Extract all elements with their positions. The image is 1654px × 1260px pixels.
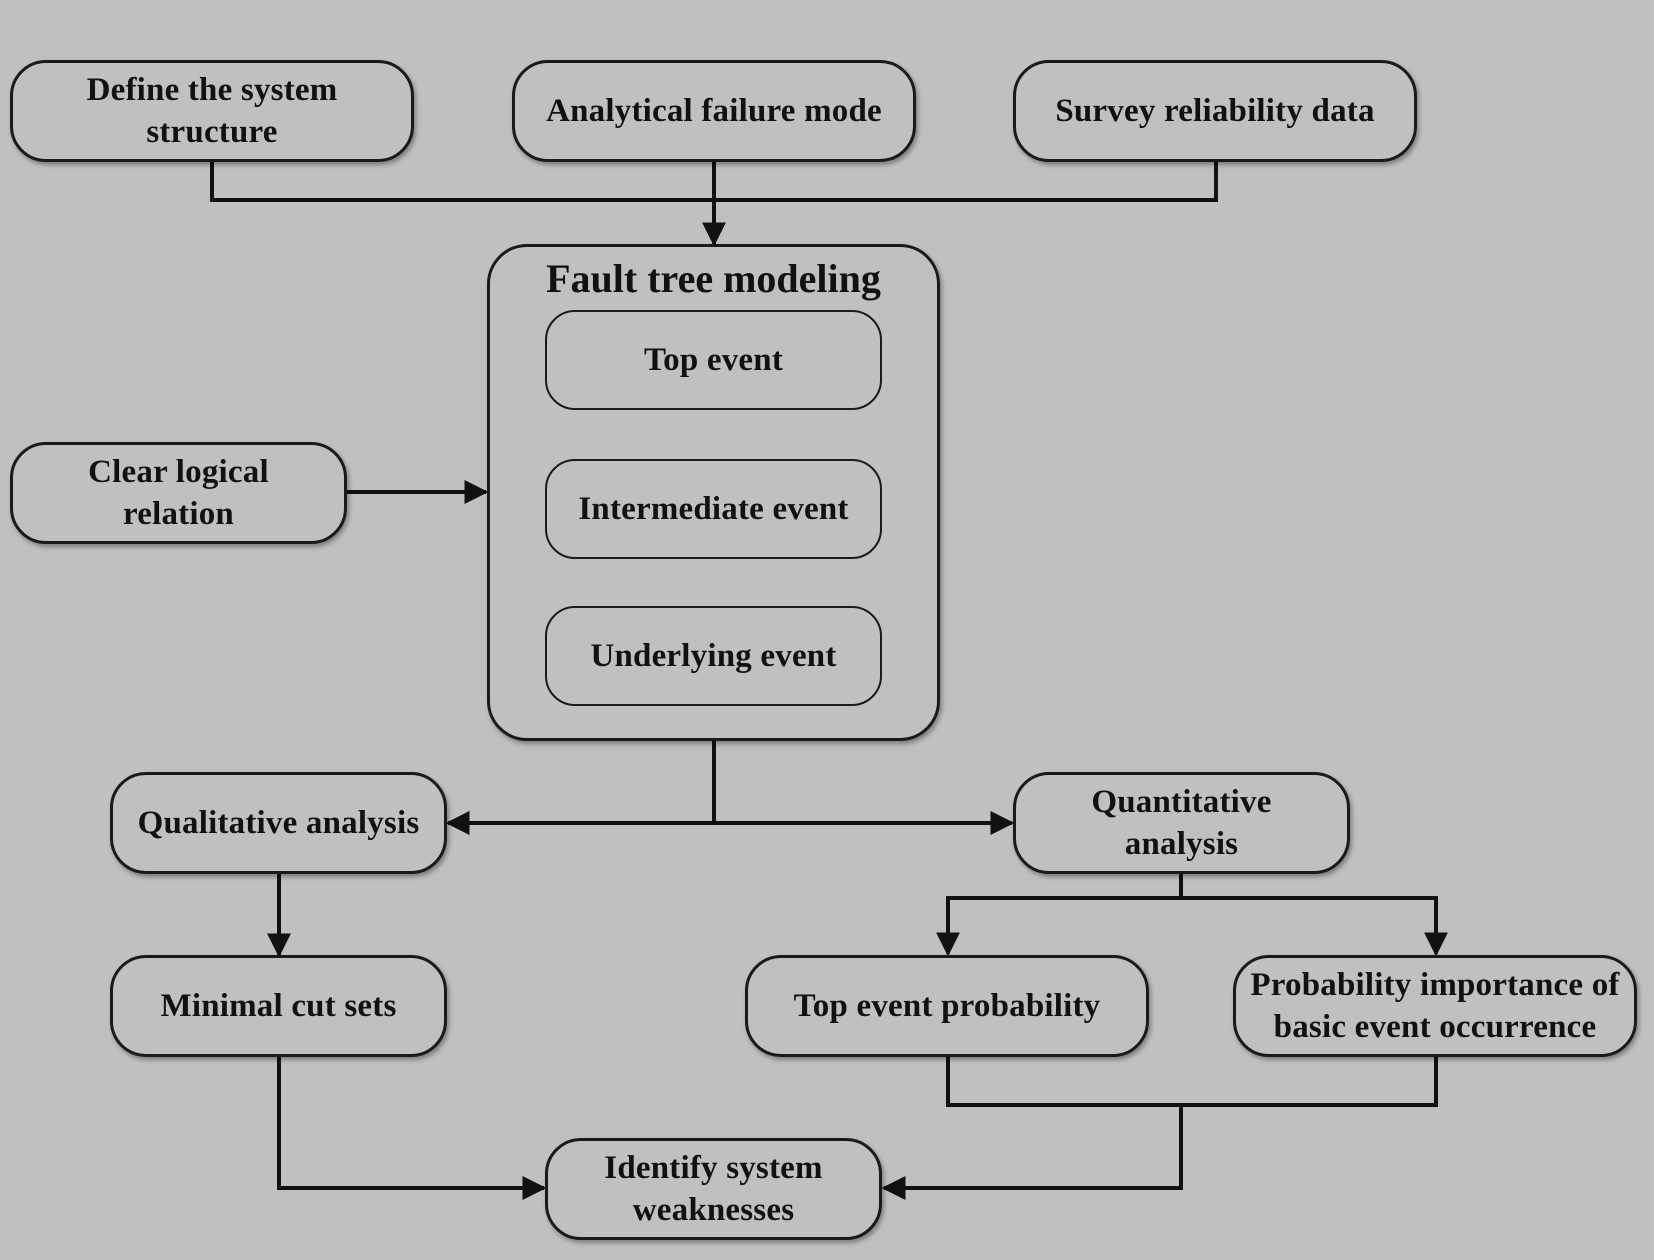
node-reliability-data-label: Survey reliability data xyxy=(1055,93,1375,129)
node-quantitative-analysis-label: Quantitative analysis xyxy=(1091,784,1272,862)
connector-probs-merge xyxy=(946,1055,1438,1107)
connector-to-prob-importance xyxy=(1181,896,1448,957)
connector-cut-sets-to-weaknesses xyxy=(277,1055,547,1200)
node-top-event-probability-label: Top event probability xyxy=(793,988,1101,1024)
node-minimal-cut-sets-label: Minimal cut sets xyxy=(160,988,397,1024)
node-intermediate-event: Intermediate event xyxy=(545,459,882,559)
node-failure-mode-label: Analytical failure mode xyxy=(546,93,882,129)
connector-probs-to-weaknesses xyxy=(881,1105,1183,1200)
node-top-event-probability: Top event probability xyxy=(745,955,1149,1057)
node-probability-importance: Probability importance of basic event oc… xyxy=(1233,955,1637,1057)
node-define-structure-label: Define the system structure xyxy=(86,72,338,150)
node-qualitative-analysis: Qualitative analysis xyxy=(110,772,447,874)
node-underlying-event: Underlying event xyxy=(545,606,882,706)
connector-quantitative-split xyxy=(946,873,1183,954)
node-top-event: Top event xyxy=(545,310,882,410)
node-probability-importance-label: Probability importance of basic event oc… xyxy=(1250,967,1620,1045)
node-minimal-cut-sets: Minimal cut sets xyxy=(110,955,447,1057)
node-reliability-data: Survey reliability data xyxy=(1013,60,1417,162)
node-logical-relation: Clear logical relation xyxy=(10,442,347,544)
node-top-event-label: Top event xyxy=(643,342,784,378)
fault-tree-title: Fault tree modeling xyxy=(546,256,881,301)
node-qualitative-analysis-label: Qualitative analysis xyxy=(137,805,420,841)
node-underlying-event-label: Underlying event xyxy=(590,638,837,674)
node-intermediate-event-label: Intermediate event xyxy=(578,491,849,527)
node-logical-relation-label: Clear logical relation xyxy=(88,454,269,532)
node-quantitative-analysis: Quantitative analysis xyxy=(1013,772,1350,874)
node-failure-mode: Analytical failure mode xyxy=(512,60,916,162)
node-identify-weaknesses-label: Identify system weaknesses xyxy=(604,1150,823,1228)
node-define-structure: Define the system structure xyxy=(10,60,414,162)
node-identify-weaknesses: Identify system weaknesses xyxy=(545,1138,882,1240)
